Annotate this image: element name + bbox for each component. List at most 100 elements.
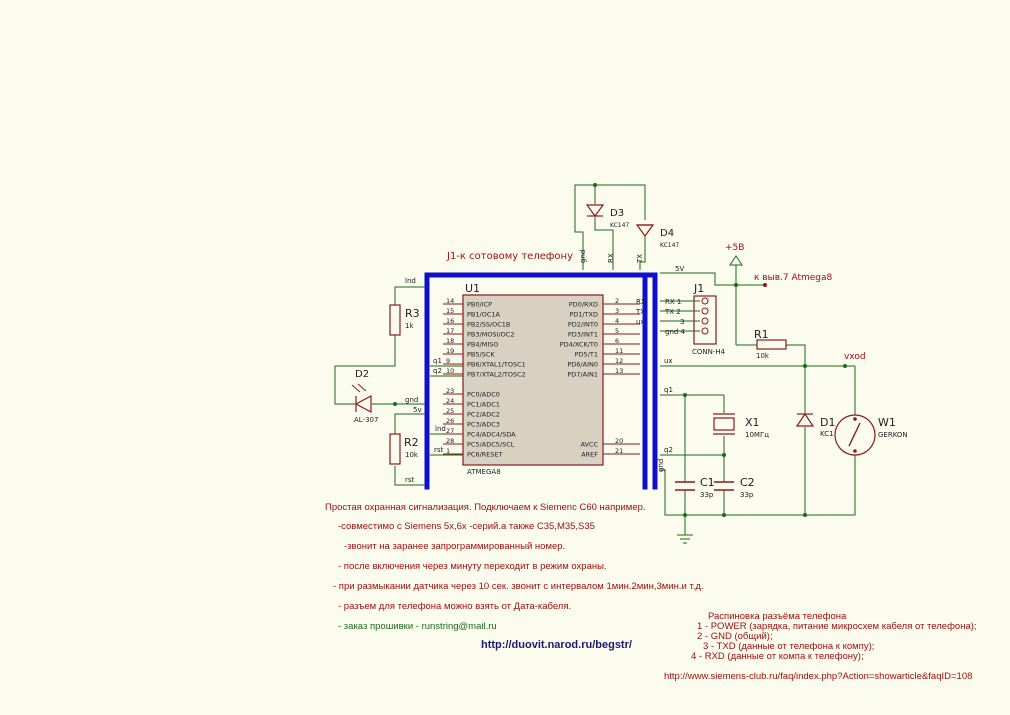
junction-dot	[763, 283, 767, 287]
wire-d4-tx	[639, 236, 646, 270]
junction-dot	[722, 513, 726, 517]
c2-value: 33p	[740, 491, 754, 499]
wire-d3-rx	[594, 217, 614, 270]
u1-pin-name: PB3/MOSI/OC2	[467, 331, 514, 339]
u1-pin-number: 25	[446, 407, 454, 415]
d2-ray	[357, 383, 367, 392]
forum-url-link[interactable]: http://www.siemens-club.ru/faq/index.php…	[664, 671, 973, 682]
j1-pin-label: 3	[680, 318, 684, 326]
pinout-line: 4 - RXD (данные от компа к телефону);	[691, 651, 864, 662]
r1-value: 10k	[756, 352, 770, 360]
d4-body	[635, 224, 655, 238]
junction-dot	[803, 513, 807, 517]
u1-part: ATMEGA8	[467, 468, 501, 476]
junction-dot	[803, 364, 807, 368]
j1-value: CONN-H4	[692, 348, 726, 356]
net-lnd-low: lnd	[435, 425, 446, 433]
ground-symbol-icon	[677, 534, 693, 544]
r1-ref: R1	[754, 328, 769, 341]
description-line: -совместимо с Siemens 5x,6x -серий.а так…	[338, 521, 595, 532]
x1-ref: X1	[745, 416, 760, 429]
j1-pin-contact	[701, 327, 709, 335]
u1-pin-number: 6	[615, 337, 619, 345]
d1-body	[795, 412, 815, 427]
d2-led: D2 AL-307	[351, 369, 378, 424]
d4-ref: D4	[660, 228, 674, 239]
junction-dot	[734, 283, 738, 287]
d1-ref: D1	[820, 416, 835, 429]
j1-connector: J1 CONN-H4	[692, 282, 726, 356]
net-rx-right: RX	[636, 298, 646, 306]
j1-wires	[660, 300, 700, 332]
j1-body	[693, 295, 717, 345]
u1-pin-name: PB2/SS/OC1B	[467, 321, 510, 329]
w1-contact-dot	[853, 449, 857, 453]
u1-pin-number: 11	[615, 347, 623, 355]
d4-diode: D4 KC147	[635, 224, 679, 249]
net-q1: q1	[433, 357, 442, 365]
net-tx-right: TX	[635, 308, 645, 316]
u1-pin-name: PC2/ADC2	[467, 411, 500, 419]
u1-pin-name: PC5/ADC5/SCL	[467, 441, 515, 449]
u1-pin-number: 15	[446, 307, 454, 315]
j1-pins	[701, 297, 709, 335]
c1-capacitor: C1 33p	[675, 476, 715, 499]
net-q2: q2	[433, 367, 442, 375]
wire-r2-5v	[394, 413, 425, 434]
u1-pin-name: PB0/ICP	[467, 301, 492, 309]
w1-value: GERKON	[878, 431, 908, 439]
description-line: - заказ прошивки - runstring@mail.ru	[338, 621, 497, 632]
wire-gnd-d3	[574, 184, 646, 270]
junction-dot	[593, 183, 597, 187]
u1-pin-name: PB5/SCK	[467, 351, 495, 359]
description-line: -звонит на заранее запрограммированный н…	[344, 541, 566, 552]
d4-value: KC147	[660, 242, 679, 249]
u1-pin-number: 2	[615, 297, 619, 305]
u1-pin-number: 21	[615, 447, 623, 455]
net-rst-bottom: rst	[405, 476, 415, 484]
x1-value: 10МГц	[745, 431, 769, 439]
d1-zener: D1 KC1	[795, 412, 835, 438]
r3-value: 1k	[405, 322, 414, 330]
d3-d4-network	[574, 184, 646, 270]
u1-pin-name: PC3/ADC3	[467, 421, 500, 429]
r2-body	[389, 433, 401, 465]
net-vxod: vxod	[844, 352, 866, 362]
main-url-link[interactable]: http://duovit.narod.ru/begstr/	[481, 639, 632, 651]
power-wires	[660, 265, 856, 516]
u1-pin-number: 27	[446, 427, 454, 435]
u1-pin-name: AVCC	[580, 441, 598, 449]
u1-pin-name: PD3/INT1	[568, 331, 598, 339]
wire-gnd-bus	[660, 469, 685, 516]
j1-pin-label: TX 2	[664, 308, 681, 316]
u1-pin-name: PD7/AIN1	[567, 371, 598, 379]
u1-pin-number: 23	[446, 387, 454, 395]
description-line: - разъем для телефона можно взять от Дат…	[338, 601, 572, 612]
d3-value: KC147	[610, 222, 629, 229]
u1-pin-number: 26	[446, 417, 454, 425]
u1-pin-number: 17	[446, 327, 454, 335]
junction-dot	[722, 453, 726, 457]
bus-main	[424, 272, 658, 490]
d1-value: KC1	[820, 430, 834, 438]
net-ux-right: ux	[636, 318, 645, 326]
u1-pin-number: 18	[446, 337, 454, 345]
net-ux-right2: ux	[664, 357, 673, 365]
net-lnd-top: lnd	[405, 277, 416, 285]
u1-pin-number: 20	[615, 437, 623, 445]
u1-pin-name: PD5/T1	[575, 351, 598, 359]
d2-body	[354, 395, 372, 413]
c2-capacitor: C2 33p	[714, 476, 755, 499]
j1-pin-label: RX 1	[665, 298, 681, 306]
u1-pin-name: PC0/ADC0	[467, 391, 500, 399]
power-label: +5В	[725, 243, 744, 253]
d3-body	[585, 204, 605, 218]
u1-pin-number: 19	[446, 347, 454, 355]
net-rx-top: RX	[607, 253, 615, 263]
x1-body	[713, 417, 735, 431]
power-note: к выв.7 Atmega8	[754, 273, 833, 283]
schematic-title: J1-к сотовому телефону	[446, 251, 573, 262]
r2-resistor: R2 10k	[389, 433, 419, 465]
u1-pin-name: PD1/TXD	[569, 311, 598, 319]
